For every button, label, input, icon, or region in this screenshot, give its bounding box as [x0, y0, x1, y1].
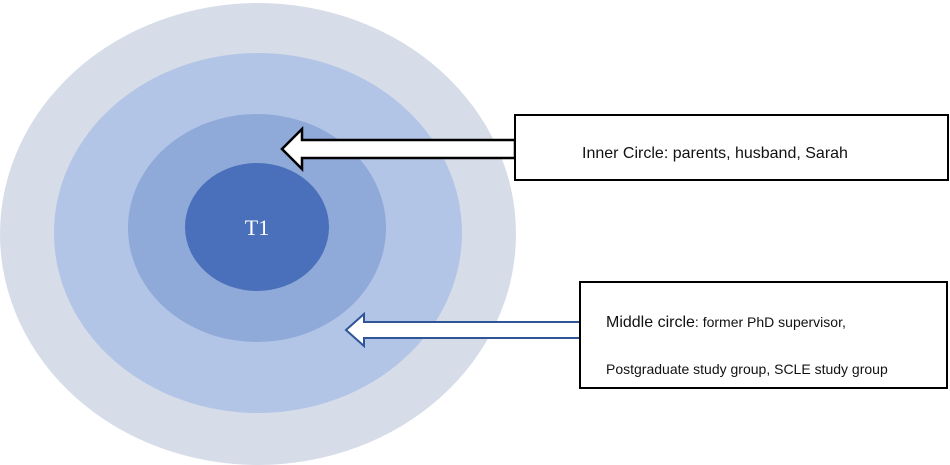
core-circle: [185, 163, 329, 291]
middle-circle-members-line2: Postgraduate study group, SCLE study gro…: [606, 361, 888, 377]
inner-circle-members: : parents, husband, Sarah: [663, 145, 848, 162]
inner-circle-title: Inner Circle: [582, 145, 664, 162]
inner-circle-arrow: [280, 125, 517, 173]
middle-circle-text-line1: Middle circle: former PhD supervisor,: [606, 314, 846, 332]
middle-circle-members-line1: : former PhD supervisor,: [694, 314, 846, 330]
inner-circle-callout: Inner Circle: parents, husband, Sarah: [514, 114, 949, 181]
middle-circle-title: Middle circle: [606, 314, 695, 331]
center-label: T1: [245, 215, 269, 240]
middle-circle-arrow: [344, 311, 581, 349]
middle-circle-callout: Middle circle: former PhD supervisor, Po…: [579, 281, 948, 389]
inner-circle-text: Inner Circle: parents, husband, Sarah: [582, 145, 848, 163]
